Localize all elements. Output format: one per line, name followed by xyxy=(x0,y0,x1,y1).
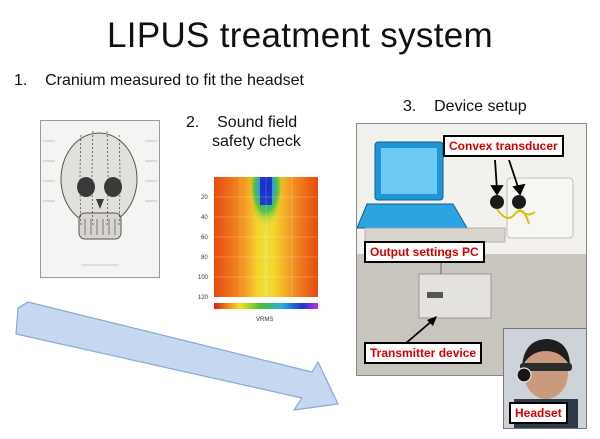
step-3-text: Device setup xyxy=(434,98,527,115)
colorbar xyxy=(214,303,318,309)
step-2-caption: 2. Sound field safety check xyxy=(186,113,301,151)
headset-transducer xyxy=(516,367,532,383)
convex-transducer-label: Convex transducer xyxy=(443,135,564,157)
skull-illustration xyxy=(43,130,157,266)
step-1-caption: 1. Cranium measured to fit the headset xyxy=(14,71,304,90)
step-3-number: 3. xyxy=(403,98,417,115)
step-2-line2: safety check xyxy=(212,133,301,150)
step-1-number: 1. xyxy=(14,72,28,89)
y-tick-120: 120 xyxy=(198,295,209,301)
transducer-right xyxy=(512,195,526,209)
laptop-keyboard xyxy=(356,203,468,229)
sound-field-heatmap: 20 40 60 80 100 120 VRMS xyxy=(198,175,334,327)
transmitter-pointer xyxy=(404,319,434,345)
transmitter-device-label: Transmitter device xyxy=(364,342,483,364)
y-tick-100: 100 xyxy=(198,275,209,281)
skull-measurement-drawing xyxy=(40,120,160,278)
step-2-line1: Sound field xyxy=(217,114,298,131)
headset-label: Headset xyxy=(509,402,568,424)
y-tick-20: 20 xyxy=(201,195,208,201)
slide-title: LIPUS treatment system xyxy=(107,16,493,55)
output-settings-pc-label: Output settings PC xyxy=(364,241,485,263)
y-tick-40: 40 xyxy=(201,215,208,221)
step-3-caption: 3. Device setup xyxy=(403,97,527,116)
sound-field-plot: 20 40 60 80 100 120 VRMS xyxy=(198,177,318,323)
arrow-shape xyxy=(15,301,339,411)
step-1-text: Cranium measured to fit the headset xyxy=(45,72,304,89)
y-tick-60: 60 xyxy=(201,235,208,241)
flow-arrow xyxy=(15,301,339,411)
y-tick-80: 80 xyxy=(201,255,208,261)
transducer-left xyxy=(490,195,504,209)
step-2-number: 2. xyxy=(186,114,200,131)
colorbar-label: VRMS xyxy=(256,317,273,323)
